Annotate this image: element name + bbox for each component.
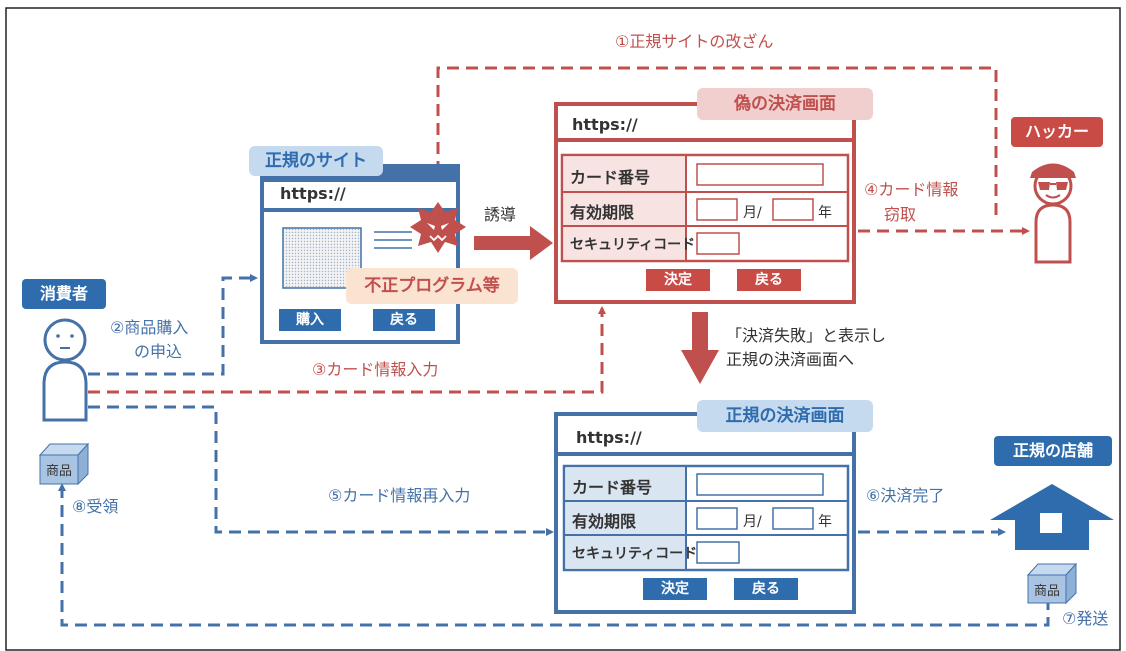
fake-expiry-month-input[interactable] xyxy=(698,200,736,219)
store-goods-label: 商品 xyxy=(1033,584,1060,599)
arrow-reinput xyxy=(88,405,554,536)
legit-confirm-button[interactable]: 決定 xyxy=(643,578,707,600)
consumer-goods-label: 商品 xyxy=(45,464,72,479)
legit-site-back-button[interactable]: 戻る xyxy=(373,309,435,331)
step2-label-line2: の申込 xyxy=(134,342,183,361)
step1-label: ①正規サイトの改ざん xyxy=(615,32,774,51)
fake-back-button[interactable]: 戻る xyxy=(737,269,801,291)
arrow-delivery xyxy=(58,483,1050,627)
legit-expiry-year-input[interactable] xyxy=(774,509,812,528)
step3-label: ③カード情報入力 xyxy=(312,360,439,379)
fake-security-code-label: セキュリティコード xyxy=(570,237,696,253)
malware-icon xyxy=(410,202,466,253)
legit-card-number-input[interactable] xyxy=(698,475,822,494)
store-label: 正規の店舗 xyxy=(994,436,1112,466)
consumer-label: 消費者 xyxy=(22,279,106,309)
legit-payment-url: https:// xyxy=(576,428,642,447)
step6-label: ⑥決済完了 xyxy=(866,486,945,505)
store-goods-box xyxy=(1026,562,1078,605)
legit-back-button[interactable]: 戻る xyxy=(734,578,798,600)
legit-site-tag: 正規のサイト xyxy=(249,146,383,176)
step8-label: ⑧受領 xyxy=(72,497,119,516)
redirect-arrow xyxy=(474,226,553,260)
legit-security-code-label: セキュリティコード xyxy=(572,546,698,562)
store-icon xyxy=(990,484,1114,550)
redirect-label: 誘導 xyxy=(484,205,517,224)
consumer-goods-box xyxy=(38,442,90,486)
legit-card-number-label: カード番号 xyxy=(572,478,653,497)
fake-card-number-label: カード番号 xyxy=(570,168,651,187)
step2-label-line1: ②商品購入 xyxy=(110,318,189,337)
legit-expiry-month-input[interactable] xyxy=(698,509,736,528)
fake-confirm-button[interactable]: 決定 xyxy=(646,269,710,291)
fake-card-number-input[interactable] xyxy=(698,165,822,184)
fail-message-line1: 「決済失敗」と表示し xyxy=(726,326,887,345)
arrow-purchase xyxy=(88,274,258,376)
step4-label-line1: ④カード情報 xyxy=(864,180,959,199)
malware-label: 不正プログラム等 xyxy=(346,268,518,304)
fake-security-code-input[interactable] xyxy=(698,234,738,253)
fake-payment-tag: 偽の決済画面 xyxy=(697,88,873,120)
legit-year-unit: 年 xyxy=(818,514,832,530)
legit-security-code-input[interactable] xyxy=(698,543,738,562)
blue-connectors xyxy=(58,274,1050,627)
red-connectors xyxy=(88,66,1030,394)
fail-down-arrow xyxy=(681,312,719,384)
fake-payment-url: https:// xyxy=(572,115,638,134)
legit-payment-tag: 正規の決済画面 xyxy=(697,400,873,432)
arrow-tamper xyxy=(434,66,998,215)
legit-site-url: https:// xyxy=(280,184,346,203)
fake-expiry-year-input[interactable] xyxy=(774,200,812,219)
consumer-figure xyxy=(42,318,88,422)
fake-month-unit: 月/ xyxy=(743,205,762,221)
legit-expiry-label: 有効期限 xyxy=(572,512,637,531)
legit-month-unit: 月/ xyxy=(743,514,762,530)
step4-label-line2: 窃取 xyxy=(884,205,917,224)
outer-frame xyxy=(5,7,1121,651)
step5-label: ⑤カード情報再入力 xyxy=(328,486,471,505)
hacker-figure xyxy=(1030,163,1076,264)
legit-site-buy-button[interactable]: 購入 xyxy=(279,309,341,331)
arrow-card-input xyxy=(88,306,606,394)
fake-year-unit: 年 xyxy=(818,205,832,221)
fake-expiry-label: 有効期限 xyxy=(570,203,635,222)
hacker-label: ハッカー xyxy=(1011,117,1103,147)
fail-message-line2: 正規の決済画面へ xyxy=(726,350,855,369)
step7-label: ⑦発送 xyxy=(1062,609,1109,628)
